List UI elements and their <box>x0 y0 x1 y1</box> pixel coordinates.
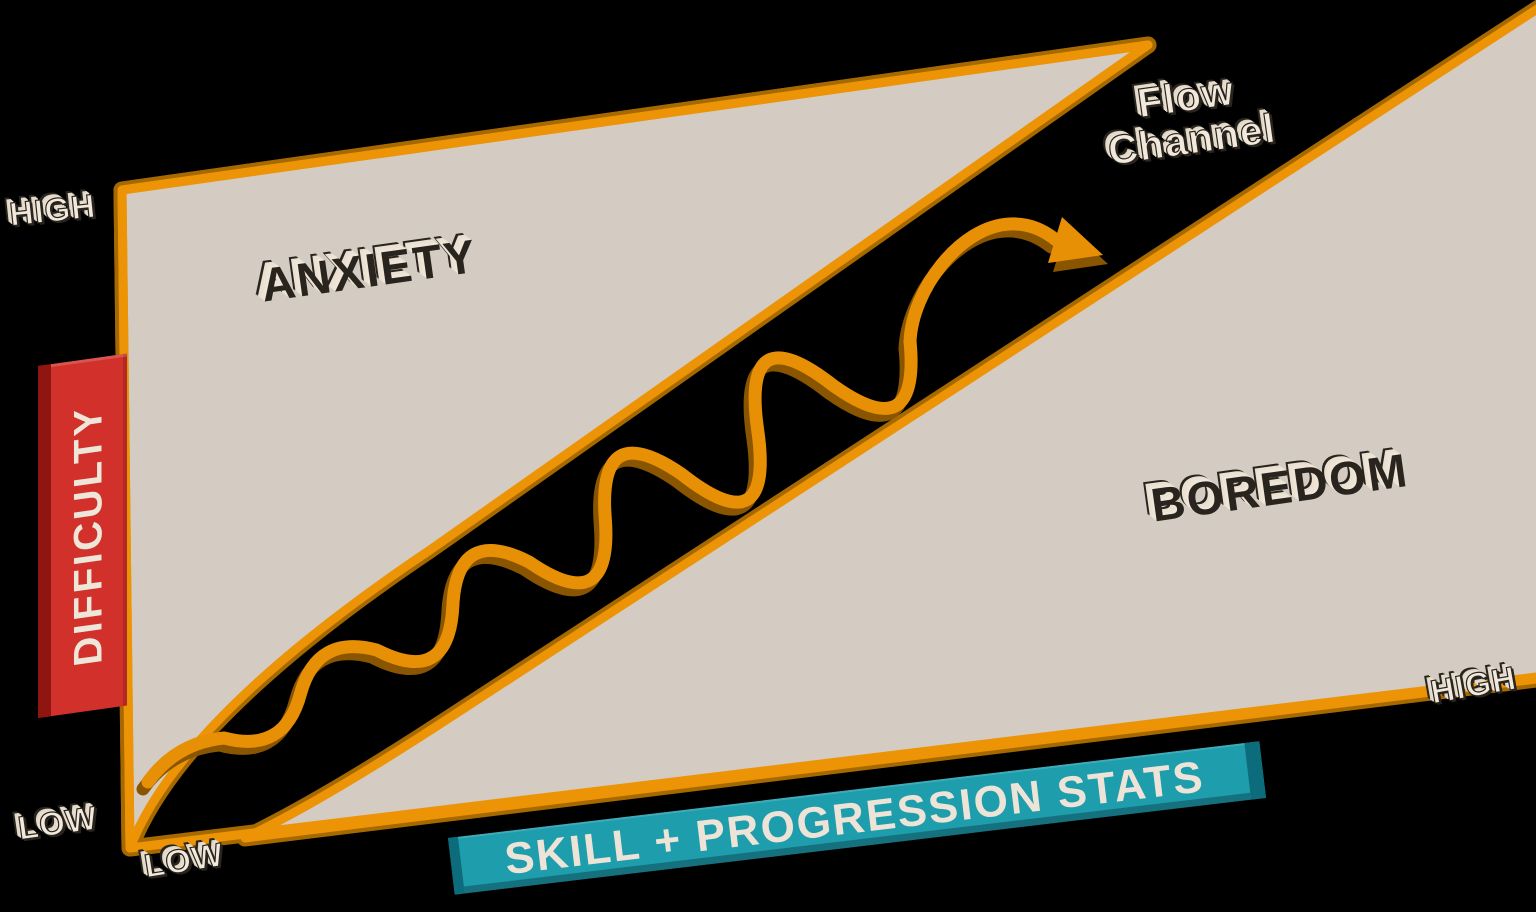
flow-arrowhead-icon <box>1048 217 1103 263</box>
flow-wave-tail <box>903 217 1063 349</box>
anxiety-region <box>117 40 1153 853</box>
flow-wave <box>141 335 918 789</box>
difficulty-axis-bar: DIFFICULTY <box>38 353 127 718</box>
flow-arrow <box>141 217 1103 789</box>
difficulty-axis-title: DIFFICULTY <box>66 401 111 669</box>
panel-layer <box>117 4 1536 853</box>
